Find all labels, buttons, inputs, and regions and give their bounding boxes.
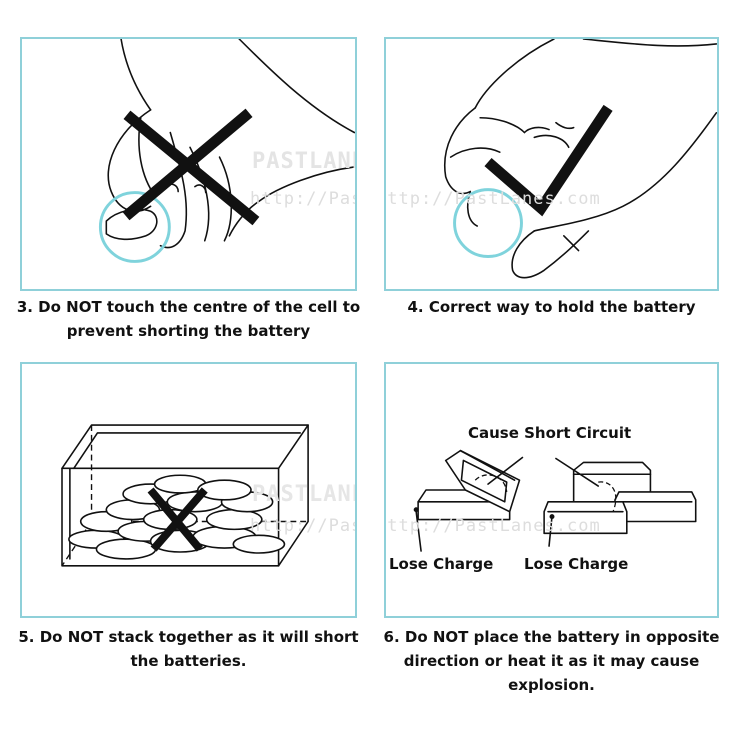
coin-cell-circle <box>98 191 171 263</box>
left-battery-pair <box>417 449 521 521</box>
stacked-coin-cells <box>68 474 286 560</box>
correct-check-mark <box>484 104 613 217</box>
battery-orientation-illustration <box>413 449 697 552</box>
label-cause-short-circuit: Cause Short Circuit <box>468 424 632 442</box>
caption-panel-5: 5. Do NOT stack together as it will shor… <box>10 625 367 673</box>
caption-line: the batteries. <box>130 652 247 670</box>
watermark-brand: PASTLANES <box>252 149 355 174</box>
watermark-brand: PASTLANES <box>252 482 355 507</box>
watermark-url: http://PastLanes.com <box>250 189 357 209</box>
panel-do-not-stack: PASTLANES http://PastLanes.com <box>20 362 357 618</box>
caption-line: 5. Do NOT stack together as it will shor… <box>18 628 359 646</box>
watermark-url: http://PastLanes.com <box>384 189 601 209</box>
panel-correct-hold: http://PastLanes.com <box>384 37 719 291</box>
watermark-url: http://PastLanes.com <box>250 516 357 536</box>
hand-touching-centre-illustration <box>98 39 355 263</box>
label-lose-charge-left: Lose Charge <box>389 555 494 573</box>
box-of-stacked-batteries-illustration <box>61 424 309 567</box>
caption-panel-6: 6. Do NOT place the battery in opposite … <box>374 625 729 697</box>
watermark-url: http://PastLanes.com <box>384 516 601 536</box>
panel-opposite-direction: Cause Short Circuit Lose Charge Lose Cha… <box>384 362 719 618</box>
label-lose-charge-right: Lose Charge <box>524 555 629 573</box>
caption-line: explosion. <box>508 676 595 694</box>
panel-do-not-touch-centre: PASTLANES http://PastLanes.com <box>20 37 357 291</box>
caption-line: 3. Do NOT touch the centre of the cell t… <box>16 298 361 316</box>
caption-line: prevent shorting the battery <box>66 322 311 340</box>
wrong-cross-mark <box>122 108 260 226</box>
caption-line: 4. Correct way to hold the battery <box>407 298 696 316</box>
coin-cell-circle <box>453 188 523 258</box>
hand-holding-edge-illustration <box>444 39 717 279</box>
wrong-cross-mark <box>147 487 208 552</box>
caption-line: 6. Do NOT place the battery in opposite <box>383 628 720 646</box>
caption-panel-4: 4. Correct way to hold the battery <box>374 295 729 319</box>
caption-line: direction or heat it as it may cause <box>403 652 700 670</box>
right-battery-pair <box>543 461 697 535</box>
caption-panel-3: 3. Do NOT touch the centre of the cell t… <box>10 295 367 343</box>
